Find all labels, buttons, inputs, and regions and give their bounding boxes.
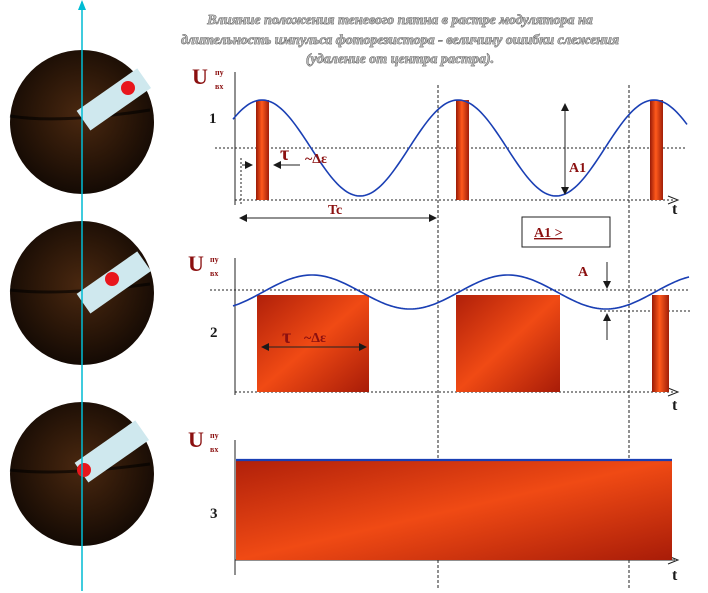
u-axis-sub: вх	[215, 82, 223, 91]
diagram-title: Влияние положения теневого пятна в растр…	[181, 13, 620, 68]
tau-approx-label: ~Δε	[305, 152, 327, 167]
t-axis-label: t	[672, 397, 678, 414]
compare-box	[521, 216, 611, 248]
u-axis-sub: вх	[210, 269, 218, 278]
pulse	[652, 295, 669, 392]
title-line-3: (удаление от центра растра).	[306, 52, 494, 67]
x-axis-arrow	[667, 195, 680, 205]
u-axis-label: U	[188, 427, 204, 452]
graph-1: U пу вх 1 t τ ~Δε Tc A1 A1 >	[192, 64, 688, 248]
t-axis-label: t	[672, 201, 678, 218]
title-line-2: длительность импульса фоторезистора - ве…	[181, 33, 619, 48]
signal-wave	[232, 99, 688, 197]
t-axis-label: t	[672, 567, 678, 584]
u-axis-sub: вх	[210, 445, 218, 454]
x-axis-arrow	[667, 387, 680, 397]
light-spot	[121, 81, 135, 95]
compare-box-label: A1 >	[534, 226, 563, 241]
pulse	[256, 100, 269, 200]
graph-number: 3	[210, 506, 218, 522]
title-line-1: Влияние положения теневого пятна в растр…	[206, 13, 592, 28]
shadow-slot	[74, 420, 150, 483]
graph-2: U пу вх 2 t τ ~Δε A	[188, 251, 690, 414]
pulse	[456, 295, 560, 392]
pulse	[650, 100, 663, 200]
light-spot	[77, 463, 91, 477]
u-axis-sup: пу	[210, 255, 219, 264]
signal-wave	[232, 274, 690, 310]
graph-number: 1	[209, 111, 217, 127]
graph-3: U пу вх 3 t	[188, 427, 680, 584]
amplitude-label: A	[578, 265, 589, 280]
graph-number: 2	[210, 325, 218, 341]
u-axis-label: U	[192, 64, 208, 89]
center-line-arrow	[78, 0, 86, 10]
u-axis-label: U	[188, 251, 204, 276]
amplitude1-label: A1	[569, 161, 586, 176]
u-axis-sup: пу	[215, 68, 224, 77]
period-label: Tc	[328, 203, 342, 218]
tau-approx-label: ~Δε	[304, 331, 326, 346]
u-axis-sup: пу	[210, 431, 219, 440]
raster-line	[9, 462, 151, 474]
continuous-pulse	[236, 460, 672, 560]
pulse	[456, 100, 469, 200]
tau-label: τ	[282, 326, 291, 348]
raster-line	[9, 108, 151, 121]
light-spot	[105, 272, 119, 286]
raster-line	[9, 282, 151, 294]
tau-label: τ	[280, 143, 289, 165]
